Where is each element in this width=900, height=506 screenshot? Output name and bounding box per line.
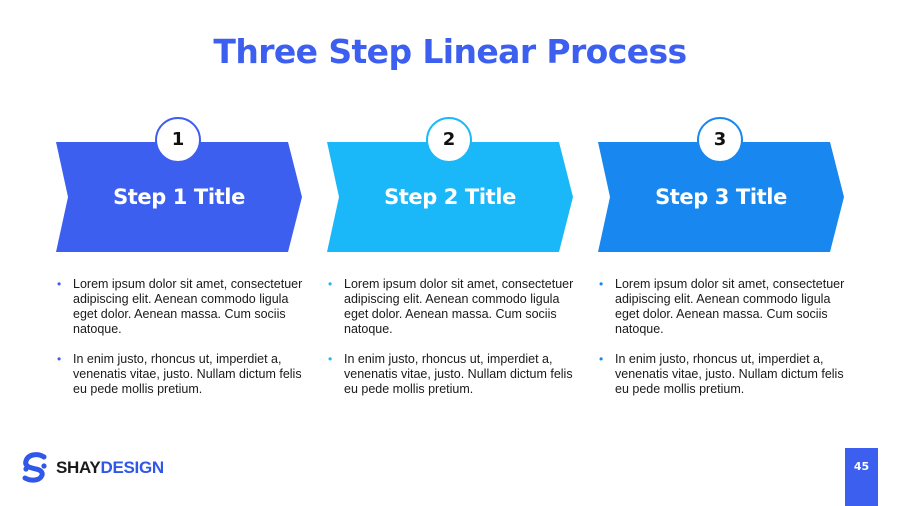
step-3-bullet-text: Lorem ipsum dolor sit amet, consectetuer… [615, 277, 845, 336]
bullet-icon: • [328, 352, 333, 366]
step-2-bullet-item: • Lorem ipsum dolor sit amet, consectetue… [327, 277, 577, 337]
step-3-bullet-item: • In enim justo, rhoncus ut, imperdiet a,… [598, 352, 848, 397]
bullet-icon: • [57, 352, 62, 366]
bullet-icon: • [599, 352, 604, 366]
bullet-icon: • [328, 277, 333, 291]
step-1-bullet-text: Lorem ipsum dolor sit amet, consectetuer… [73, 277, 303, 336]
step-1-title: Step 1 Title [113, 185, 245, 209]
step-1-bullet-text: In enim justo, rhoncus ut, imperdiet a, … [73, 352, 302, 396]
step-1-bullet-item: • In enim justo, rhoncus ut, imperdiet a,… [56, 352, 306, 397]
brand-name-part2: DESIGN [100, 458, 164, 477]
brand-name-part1: SHAY [56, 458, 101, 477]
bullet-icon: • [599, 277, 604, 291]
brand-logo: SHAYDESIGN [20, 452, 164, 484]
step-2-bullet-text: Lorem ipsum dolor sit amet, consectetuer… [344, 277, 574, 336]
step-3-bullet-item: • Lorem ipsum dolor sit amet, consectetue… [598, 277, 848, 337]
step-2-bullet-text: In enim justo, rhoncus ut, imperdiet a, … [344, 352, 573, 396]
step-1-bullet-item: • Lorem ipsum dolor sit amet, consectetue… [56, 277, 306, 337]
step-3-title: Step 3 Title [655, 185, 787, 209]
step-2-bullet-list: • Lorem ipsum dolor sit amet, consectetue… [327, 277, 577, 412]
step-3: 3 Step 3 Title • Lorem ipsum dolor sit am… [598, 117, 848, 407]
page-number-badge: 45 [845, 448, 878, 506]
bullet-icon: • [57, 277, 62, 291]
s-logo-icon [22, 452, 47, 483]
step-1-bullet-list: • Lorem ipsum dolor sit amet, consectetue… [56, 277, 306, 412]
step-2: 2 Step 2 Title • Lorem ipsum dolor sit am… [327, 117, 577, 407]
step-1: 1 Step 1 Title • Lorem ipsum dolor sit am… [56, 117, 306, 407]
slide-title: Three Step Linear Process [213, 32, 687, 71]
step-2-title: Step 2 Title [384, 185, 516, 209]
step-2-number-badge: 2 [426, 117, 472, 163]
step-3-bullet-text: In enim justo, rhoncus ut, imperdiet a, … [615, 352, 844, 396]
step-1-number-badge: 1 [155, 117, 201, 163]
step-3-bullet-list: • Lorem ipsum dolor sit amet, consectetue… [598, 277, 848, 412]
brand-name: SHAYDESIGN [56, 458, 164, 478]
step-2-bullet-item: • In enim justo, rhoncus ut, imperdiet a,… [327, 352, 577, 397]
step-3-number-badge: 3 [697, 117, 743, 163]
